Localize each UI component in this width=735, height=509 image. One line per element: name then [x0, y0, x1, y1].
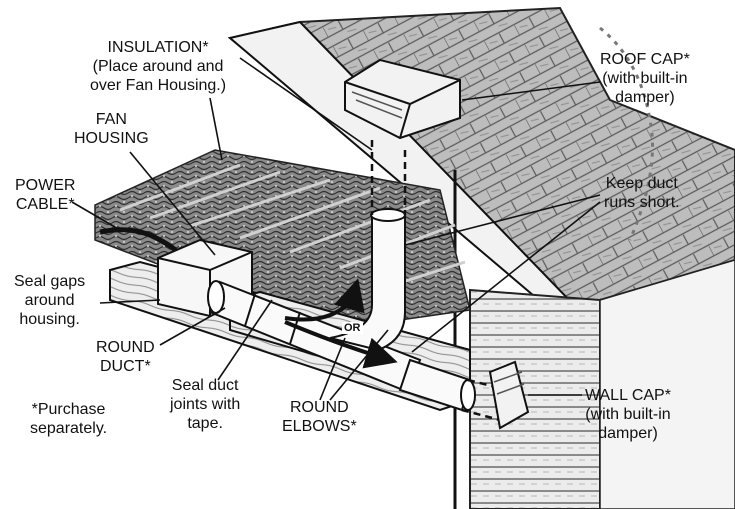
wall-cap-note-line1: (with built-in	[585, 406, 671, 423]
power-cable-line1: POWER	[15, 177, 76, 194]
round-duct-label: ROUND DUCT*	[96, 338, 155, 376]
wall-siding	[469, 259, 735, 509]
seal-gaps-line3: housing.	[19, 311, 80, 328]
keep-short-line1: Keep duct	[605, 175, 678, 192]
roof-cap-title: ROOF CAP*	[600, 51, 690, 68]
or-mark: OR	[342, 322, 363, 334]
power-cable-label: POWER CABLE*	[15, 176, 75, 214]
fan-housing-label: FAN HOUSING	[74, 110, 149, 148]
roof-cap-note-line1: (with built-in	[602, 70, 688, 87]
leader-lines	[71, 57, 601, 401]
insulation-label: INSULATION* (Place around and over Fan H…	[90, 38, 226, 95]
roof-cap-graphic	[344, 58, 461, 140]
seal-gaps-line1: Seal gaps	[14, 273, 86, 290]
wall-cap-note-line2: damper)	[598, 425, 658, 442]
insulation-note-line2: over Fan Housing.)	[90, 77, 227, 94]
seal-joints-line2: joints with	[170, 396, 241, 413]
roof-cap-note-line2: damper)	[615, 89, 675, 106]
seal-gaps-label: Seal gaps around housing.	[14, 272, 85, 329]
round-duct-line2: DUCT*	[100, 358, 151, 375]
power-cable-line2: CABLE*	[15, 196, 75, 213]
roof-cap-label: ROOF CAP* (with built-in damper)	[600, 50, 690, 107]
round-elbows-line2: ELBOWS*	[282, 418, 357, 435]
fan-housing-line1: FAN	[95, 111, 127, 128]
insulation-title: INSULATION*	[107, 39, 209, 56]
purchase-note-line1: *Purchase	[31, 401, 106, 418]
round-elbows-line1: ROUND	[290, 399, 349, 416]
seal-joints-label: Seal duct joints with tape.	[170, 376, 240, 433]
purchase-note: *Purchase separately.	[30, 400, 107, 438]
wall-cap-graphic	[488, 360, 530, 430]
insulation-note-line1: (Place around and	[92, 58, 224, 75]
round-elbows-label: ROUND ELBOWS*	[282, 398, 357, 436]
round-duct-line1: ROUND	[96, 339, 155, 356]
seal-gaps-line2: around	[24, 292, 75, 309]
airflow-arrows	[284, 278, 398, 369]
purchase-note-line2: separately.	[30, 420, 108, 437]
seal-joints-line3: tape.	[187, 415, 223, 432]
roof-duct-path	[370, 140, 407, 215]
keep-short-line2: runs short.	[604, 194, 680, 211]
keep-short-label: Keep duct runs short.	[604, 174, 680, 212]
fan-housing-line2: HOUSING	[74, 130, 149, 147]
wall-cap-label: WALL CAP* (with built-in damper)	[585, 386, 671, 443]
wall-cap-title: WALL CAP*	[585, 387, 671, 404]
seal-joints-line1: Seal duct	[171, 377, 239, 394]
